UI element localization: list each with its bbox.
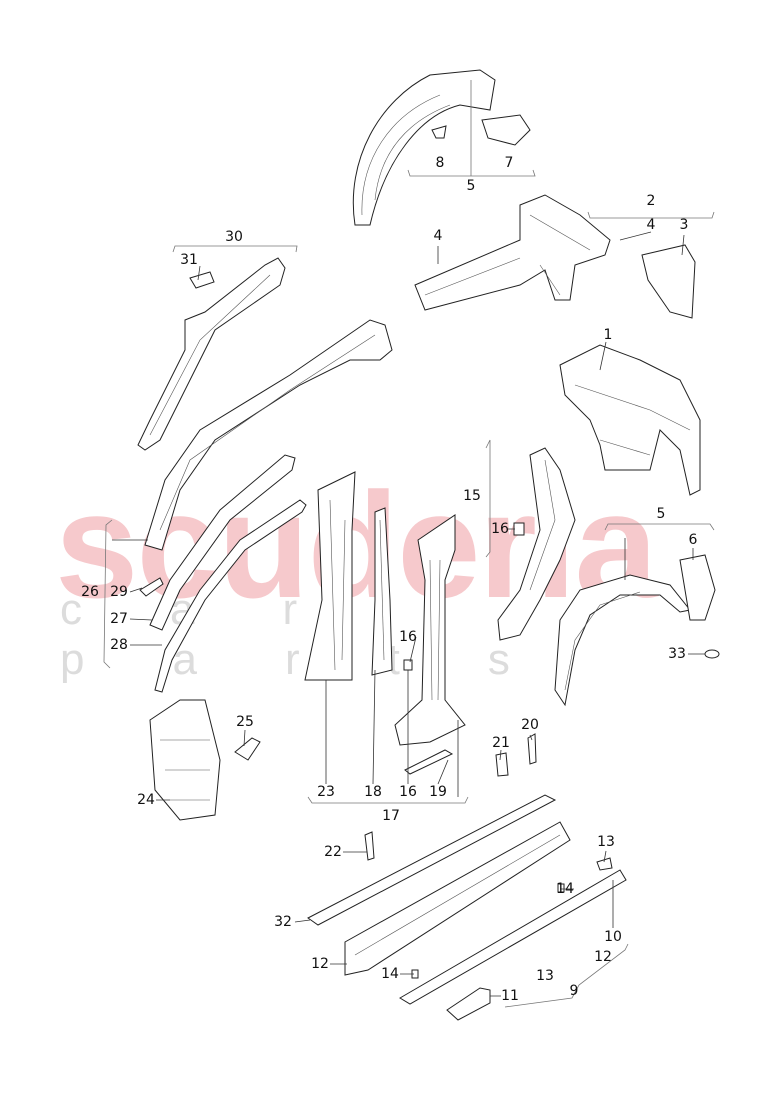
part-10-sill-reinforce — [399, 869, 627, 1005]
callout-label: 12 — [311, 956, 329, 972]
part-rear-frame — [414, 194, 611, 311]
callout-label: 25 — [236, 714, 254, 730]
callout-label: 20 — [521, 717, 539, 733]
callout-label: 11 — [501, 988, 519, 1004]
callout-label: 19 — [429, 784, 447, 800]
part-22 — [364, 831, 375, 861]
part-6 — [679, 554, 716, 621]
callout-label: 13 — [536, 968, 554, 984]
callout-label: 8 — [435, 155, 445, 171]
callout-label: 27 — [110, 611, 128, 627]
part-19 — [404, 749, 454, 775]
callout-label: 16 — [399, 629, 417, 645]
callout-label: 15 — [463, 488, 481, 504]
callout-label: 2 — [646, 193, 656, 209]
part-11 — [446, 987, 491, 1021]
callout-label: 33 — [668, 646, 686, 662]
callout-label: 26 — [81, 584, 99, 600]
part-16b — [513, 522, 525, 536]
part-wheelhouse-lower — [554, 574, 691, 707]
part-16a — [403, 659, 413, 671]
callout-label: 10 — [604, 929, 622, 945]
callout-label: 18 — [364, 784, 382, 800]
part-14a — [557, 883, 565, 893]
callout-label: 17 — [382, 808, 400, 824]
callout-label: 28 — [110, 637, 128, 653]
part-33 — [704, 649, 720, 659]
part-31 — [189, 271, 215, 289]
part-21 — [495, 752, 509, 777]
part-roof-rail — [144, 319, 393, 551]
part-c-pillar — [497, 447, 576, 641]
callout-label: 31 — [180, 252, 198, 268]
part-29 — [139, 577, 164, 597]
callout-label: 30 — [225, 229, 243, 245]
part-12-sill — [344, 821, 571, 976]
callout-label: 12 — [594, 949, 612, 965]
callout-label: 4 — [433, 228, 443, 244]
callout-label: 5 — [466, 178, 476, 194]
callout-label: 6 — [688, 532, 698, 548]
callout-label: 16 — [491, 521, 509, 537]
callout-label: 7 — [504, 155, 514, 171]
part-quarter-inner — [559, 344, 701, 496]
callout-label: 32 — [274, 914, 292, 930]
part-8 — [431, 125, 447, 139]
callout-label: 14 — [381, 966, 399, 982]
callout-label: 13 — [597, 834, 615, 850]
part-28 — [154, 499, 307, 693]
part-a-pillar-upper — [137, 257, 286, 451]
callout-label: 4 — [646, 217, 656, 233]
callout-label: 5 — [656, 506, 666, 522]
callout-label: 21 — [492, 735, 510, 751]
part-14b — [411, 969, 419, 979]
callout-label: 9 — [569, 983, 579, 999]
part-20 — [527, 733, 537, 765]
callout-label: 22 — [324, 844, 342, 860]
part-b-pillar-outer — [394, 514, 466, 746]
part-3 — [641, 244, 696, 319]
callout-label: 1 — [603, 327, 613, 343]
part-32-rail — [307, 794, 557, 926]
callout-label: 16 — [399, 784, 417, 800]
part-13 — [596, 857, 613, 871]
part-wheelhouse-upper — [352, 69, 496, 226]
part-7 — [481, 114, 531, 146]
callout-label: 3 — [679, 217, 689, 233]
callout-label: 14 — [556, 881, 574, 897]
part-27 — [149, 454, 296, 631]
part-25 — [234, 737, 261, 761]
callout-label: 29 — [110, 584, 128, 600]
callout-label: 24 — [137, 792, 155, 808]
callout-label: 23 — [317, 784, 335, 800]
part-24 — [149, 699, 221, 821]
